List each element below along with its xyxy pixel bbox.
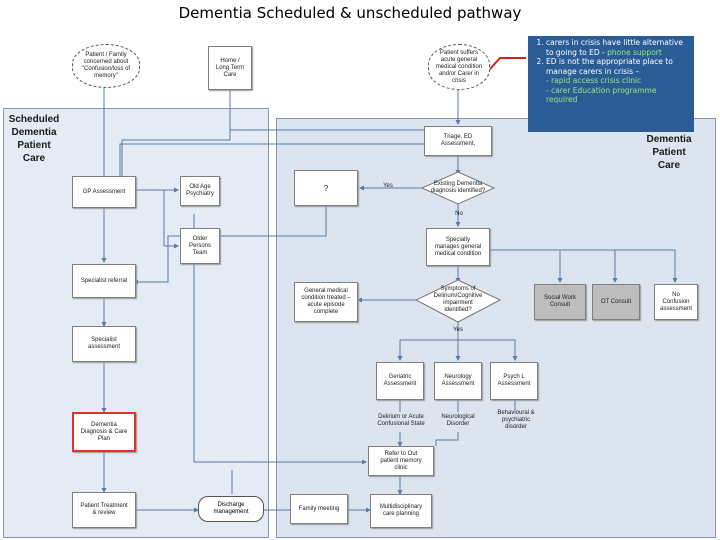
- note-item-1: carers in crisis have little alternative…: [546, 38, 683, 57]
- patient-treatment-node: Patient Treatment & review: [72, 492, 136, 528]
- delirium-label: Delirium or Acute Confusional State: [377, 414, 425, 427]
- specialist-assessment-node: Specialist assessment: [72, 326, 136, 362]
- neurology-assessment-node: Neurology Assessment: [434, 362, 482, 400]
- note-sub-2: - carer Education programme required: [546, 85, 657, 105]
- note-item-2: ED is not the appropriate place to manag…: [546, 57, 673, 76]
- home-long-term-care-node: Home / Long Term Care: [208, 46, 252, 90]
- patient-family-concern-node: Patient / Family concerned about "Confus…: [72, 44, 140, 88]
- scheduled-panel-label: Scheduled Dementia Patient Care: [8, 114, 60, 164]
- specialty-manages-node: Specialty manages general medical condit…: [426, 228, 490, 266]
- notes-callout: carers in crisis have little alternative…: [528, 36, 694, 132]
- existing-diagnosis-decision: Existing Dementia diagnosis identified?: [430, 181, 486, 194]
- neurological-disorder-label: Neurological Disorder: [441, 414, 475, 427]
- psych-assessment-node: Psych L Assessment: [490, 362, 538, 400]
- old-age-psychiatry-node: Old Age Psychiatry: [180, 176, 220, 206]
- social-work-consult-node: Social Work Consult: [534, 284, 586, 320]
- dementia-diagnosis-node: Dementia Diagnosis & Care Plan: [72, 412, 136, 452]
- gp-assessment-node: GP Assessment: [72, 176, 136, 208]
- older-persons-team-node: Older Persons Team: [180, 228, 220, 264]
- page-title: Dementia Scheduled & unscheduled pathway: [178, 4, 522, 22]
- no-label-existing: No: [455, 211, 463, 217]
- discharge-management-node: Discharge management: [198, 496, 264, 522]
- note-item-1-highlight: phone support: [607, 47, 662, 57]
- specialist-referral-node: Specialist referral: [72, 264, 136, 298]
- triage-ed-assessment-node: Triage, ED Assessment,: [424, 126, 492, 156]
- ot-consult-node: OT Consult: [592, 284, 640, 320]
- question-node: ?: [294, 170, 358, 206]
- multidisciplinary-care-node: Multidisciplinary care planning: [370, 494, 432, 528]
- patient-suffers-acute-node: Patient suffers acute general medical co…: [428, 44, 490, 90]
- note-sub-1: - rapid access crisis clinic: [546, 76, 642, 85]
- family-meeting-node: Family meeting: [290, 494, 348, 524]
- scheduled-care-panel: [3, 108, 269, 538]
- general-medical-treated-node: General medical condition treated – acut…: [294, 282, 358, 322]
- symptoms-decision: Symptoms of Delirium/Cognitive impairmen…: [433, 286, 483, 313]
- yes-label-existing: Yes: [383, 183, 393, 189]
- no-confusion-node: No Confusion assessment: [654, 284, 698, 320]
- yes-label-symptoms: Yes: [453, 327, 463, 333]
- refer-memory-clinic-node: Refer to Out patient memory clinic: [368, 446, 434, 476]
- geriatric-assessment-node: Geriatric Assessment: [376, 362, 424, 400]
- behavioural-disorder-label: Behavioural & psychiatric disorder: [497, 410, 535, 430]
